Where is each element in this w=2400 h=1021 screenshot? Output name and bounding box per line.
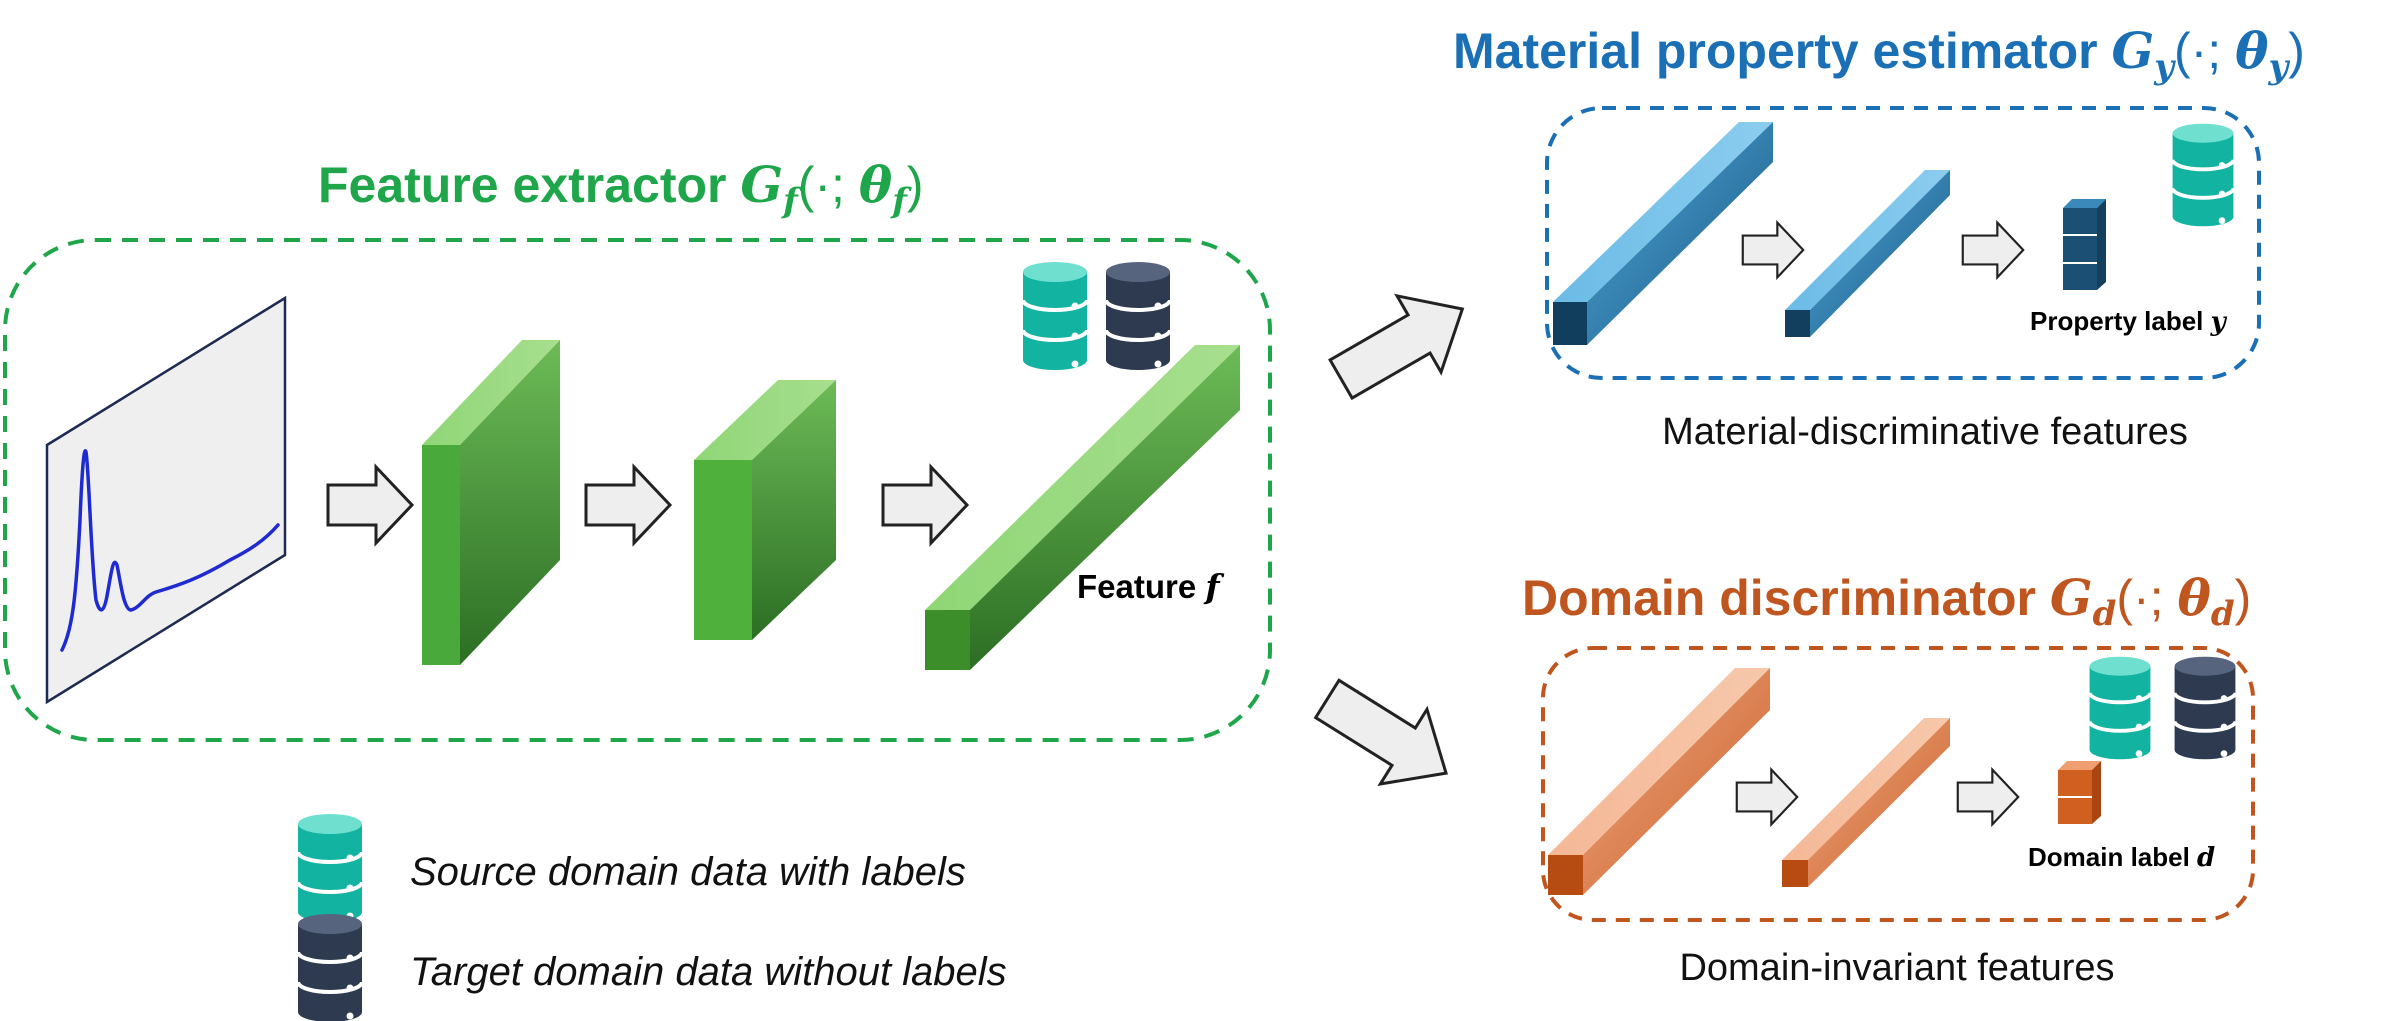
feature-label-text: Feature bbox=[1077, 568, 1205, 605]
database-icon bbox=[296, 812, 364, 924]
property-layer-1 bbox=[1553, 122, 1773, 345]
property-layer-2 bbox=[1785, 170, 1950, 337]
domain-discriminator-title-sub: d bbox=[2093, 594, 2117, 634]
domain-discriminator-title-text: Domain discriminator bbox=[1522, 570, 2050, 626]
property-output-label-text: Property label bbox=[2030, 306, 2211, 336]
property-output-label: Property label y bbox=[2030, 306, 2228, 337]
domain-discriminator-group: Domain discriminator Gd(·; θd) Domain la… bbox=[1522, 568, 2255, 989]
property-estimator-title-theta: θ bbox=[2235, 21, 2269, 80]
database-icon bbox=[2172, 654, 2238, 762]
feature-extractor-group: Feature extractor Gf(·; θf) bbox=[3, 155, 1272, 742]
spectrum-curve bbox=[60, 449, 280, 652]
domain-output-label-text: Domain label bbox=[2028, 842, 2197, 872]
legend-source-label: Source domain data with labels bbox=[410, 850, 966, 894]
conv-layer-1 bbox=[422, 340, 560, 665]
feature-extractor-title-text: Feature extractor bbox=[318, 157, 740, 213]
block-arrow-icon bbox=[1956, 768, 2020, 826]
feature-extractor-title-close: ) bbox=[907, 157, 924, 213]
domain-output-node bbox=[2058, 761, 2101, 824]
block-arrow-icon bbox=[1317, 269, 1486, 419]
legend: Source domain data with labels Target do… bbox=[296, 812, 1007, 1021]
property-estimator-title-close: ) bbox=[2288, 23, 2305, 79]
domain-discriminator-title-open: (·; bbox=[2116, 570, 2177, 626]
domain-discriminator-title-symbol: G bbox=[2050, 568, 2093, 627]
domain-discriminator-title: Domain discriminator Gd(·; θd) bbox=[1522, 568, 2251, 634]
feature-extractor-title-theta-sub: f bbox=[890, 181, 912, 221]
block-arrow-icon bbox=[1741, 221, 1805, 279]
property-estimator-title-sub: y bbox=[2153, 47, 2176, 87]
flow-arrow-to-domain bbox=[1302, 660, 1471, 812]
domain-layer-1 bbox=[1548, 668, 1770, 895]
property-output-node bbox=[2063, 199, 2106, 290]
domain-discriminator-title-theta-sub: d bbox=[2211, 594, 2235, 634]
spectrum-plot-icon bbox=[45, 295, 287, 705]
property-estimator-title: Material property estimator Gy(·; θy) bbox=[1453, 21, 2305, 87]
database-icon bbox=[2170, 121, 2236, 229]
feature-extractor-title-theta: θ bbox=[859, 155, 893, 214]
feature-extractor-title: Feature extractor Gf(·; θf) bbox=[318, 155, 923, 221]
domain-discriminator-box bbox=[1541, 646, 2255, 922]
feature-label-symbol: f bbox=[1203, 567, 1224, 606]
block-arrow-icon bbox=[326, 465, 414, 545]
block-arrow-icon bbox=[881, 465, 969, 545]
feature-label: Feature f bbox=[1077, 567, 1224, 606]
feature-extractor-title-open: (·; bbox=[798, 157, 859, 213]
feature-extractor-box bbox=[3, 238, 1272, 742]
property-estimator-title-symbol: G bbox=[2112, 21, 2155, 80]
feature-vector bbox=[925, 345, 1240, 670]
feature-extractor-title-sub: f bbox=[781, 181, 803, 221]
database-icon bbox=[1021, 260, 1089, 372]
property-caption: Material-discriminative features bbox=[1662, 411, 2188, 453]
block-arrow-icon bbox=[1961, 221, 2025, 279]
property-estimator-title-text: Material property estimator bbox=[1453, 23, 2112, 79]
flow-arrow-to-property bbox=[1317, 269, 1486, 419]
domain-layer-2 bbox=[1782, 718, 1950, 887]
domain-output-label: Domain label d bbox=[2028, 842, 2215, 873]
domain-discriminator-title-close: ) bbox=[2235, 570, 2252, 626]
property-estimator-group: Material property estimator Gy(·; θy) Pr… bbox=[1453, 21, 2305, 453]
database-icon bbox=[2087, 654, 2153, 762]
block-arrow-icon bbox=[584, 465, 672, 545]
database-icon bbox=[1104, 260, 1172, 372]
database-icon bbox=[296, 912, 364, 1021]
domain-caption: Domain-invariant features bbox=[1679, 947, 2114, 989]
block-arrow-icon bbox=[1302, 660, 1471, 812]
property-estimator-box bbox=[1545, 106, 2261, 380]
feature-extractor-title-symbol: G bbox=[740, 155, 783, 214]
domain-output-label-symbol: d bbox=[2197, 843, 2215, 873]
block-arrow-icon bbox=[1735, 768, 1799, 826]
property-estimator-title-open: (·; bbox=[2174, 23, 2235, 79]
conv-layer-2 bbox=[694, 380, 836, 640]
property-estimator-title-theta-sub: y bbox=[2267, 47, 2290, 87]
legend-target-label: Target domain data without labels bbox=[410, 950, 1007, 994]
domain-discriminator-title-theta: θ bbox=[2177, 568, 2211, 627]
property-output-label-symbol: y bbox=[2210, 307, 2228, 337]
